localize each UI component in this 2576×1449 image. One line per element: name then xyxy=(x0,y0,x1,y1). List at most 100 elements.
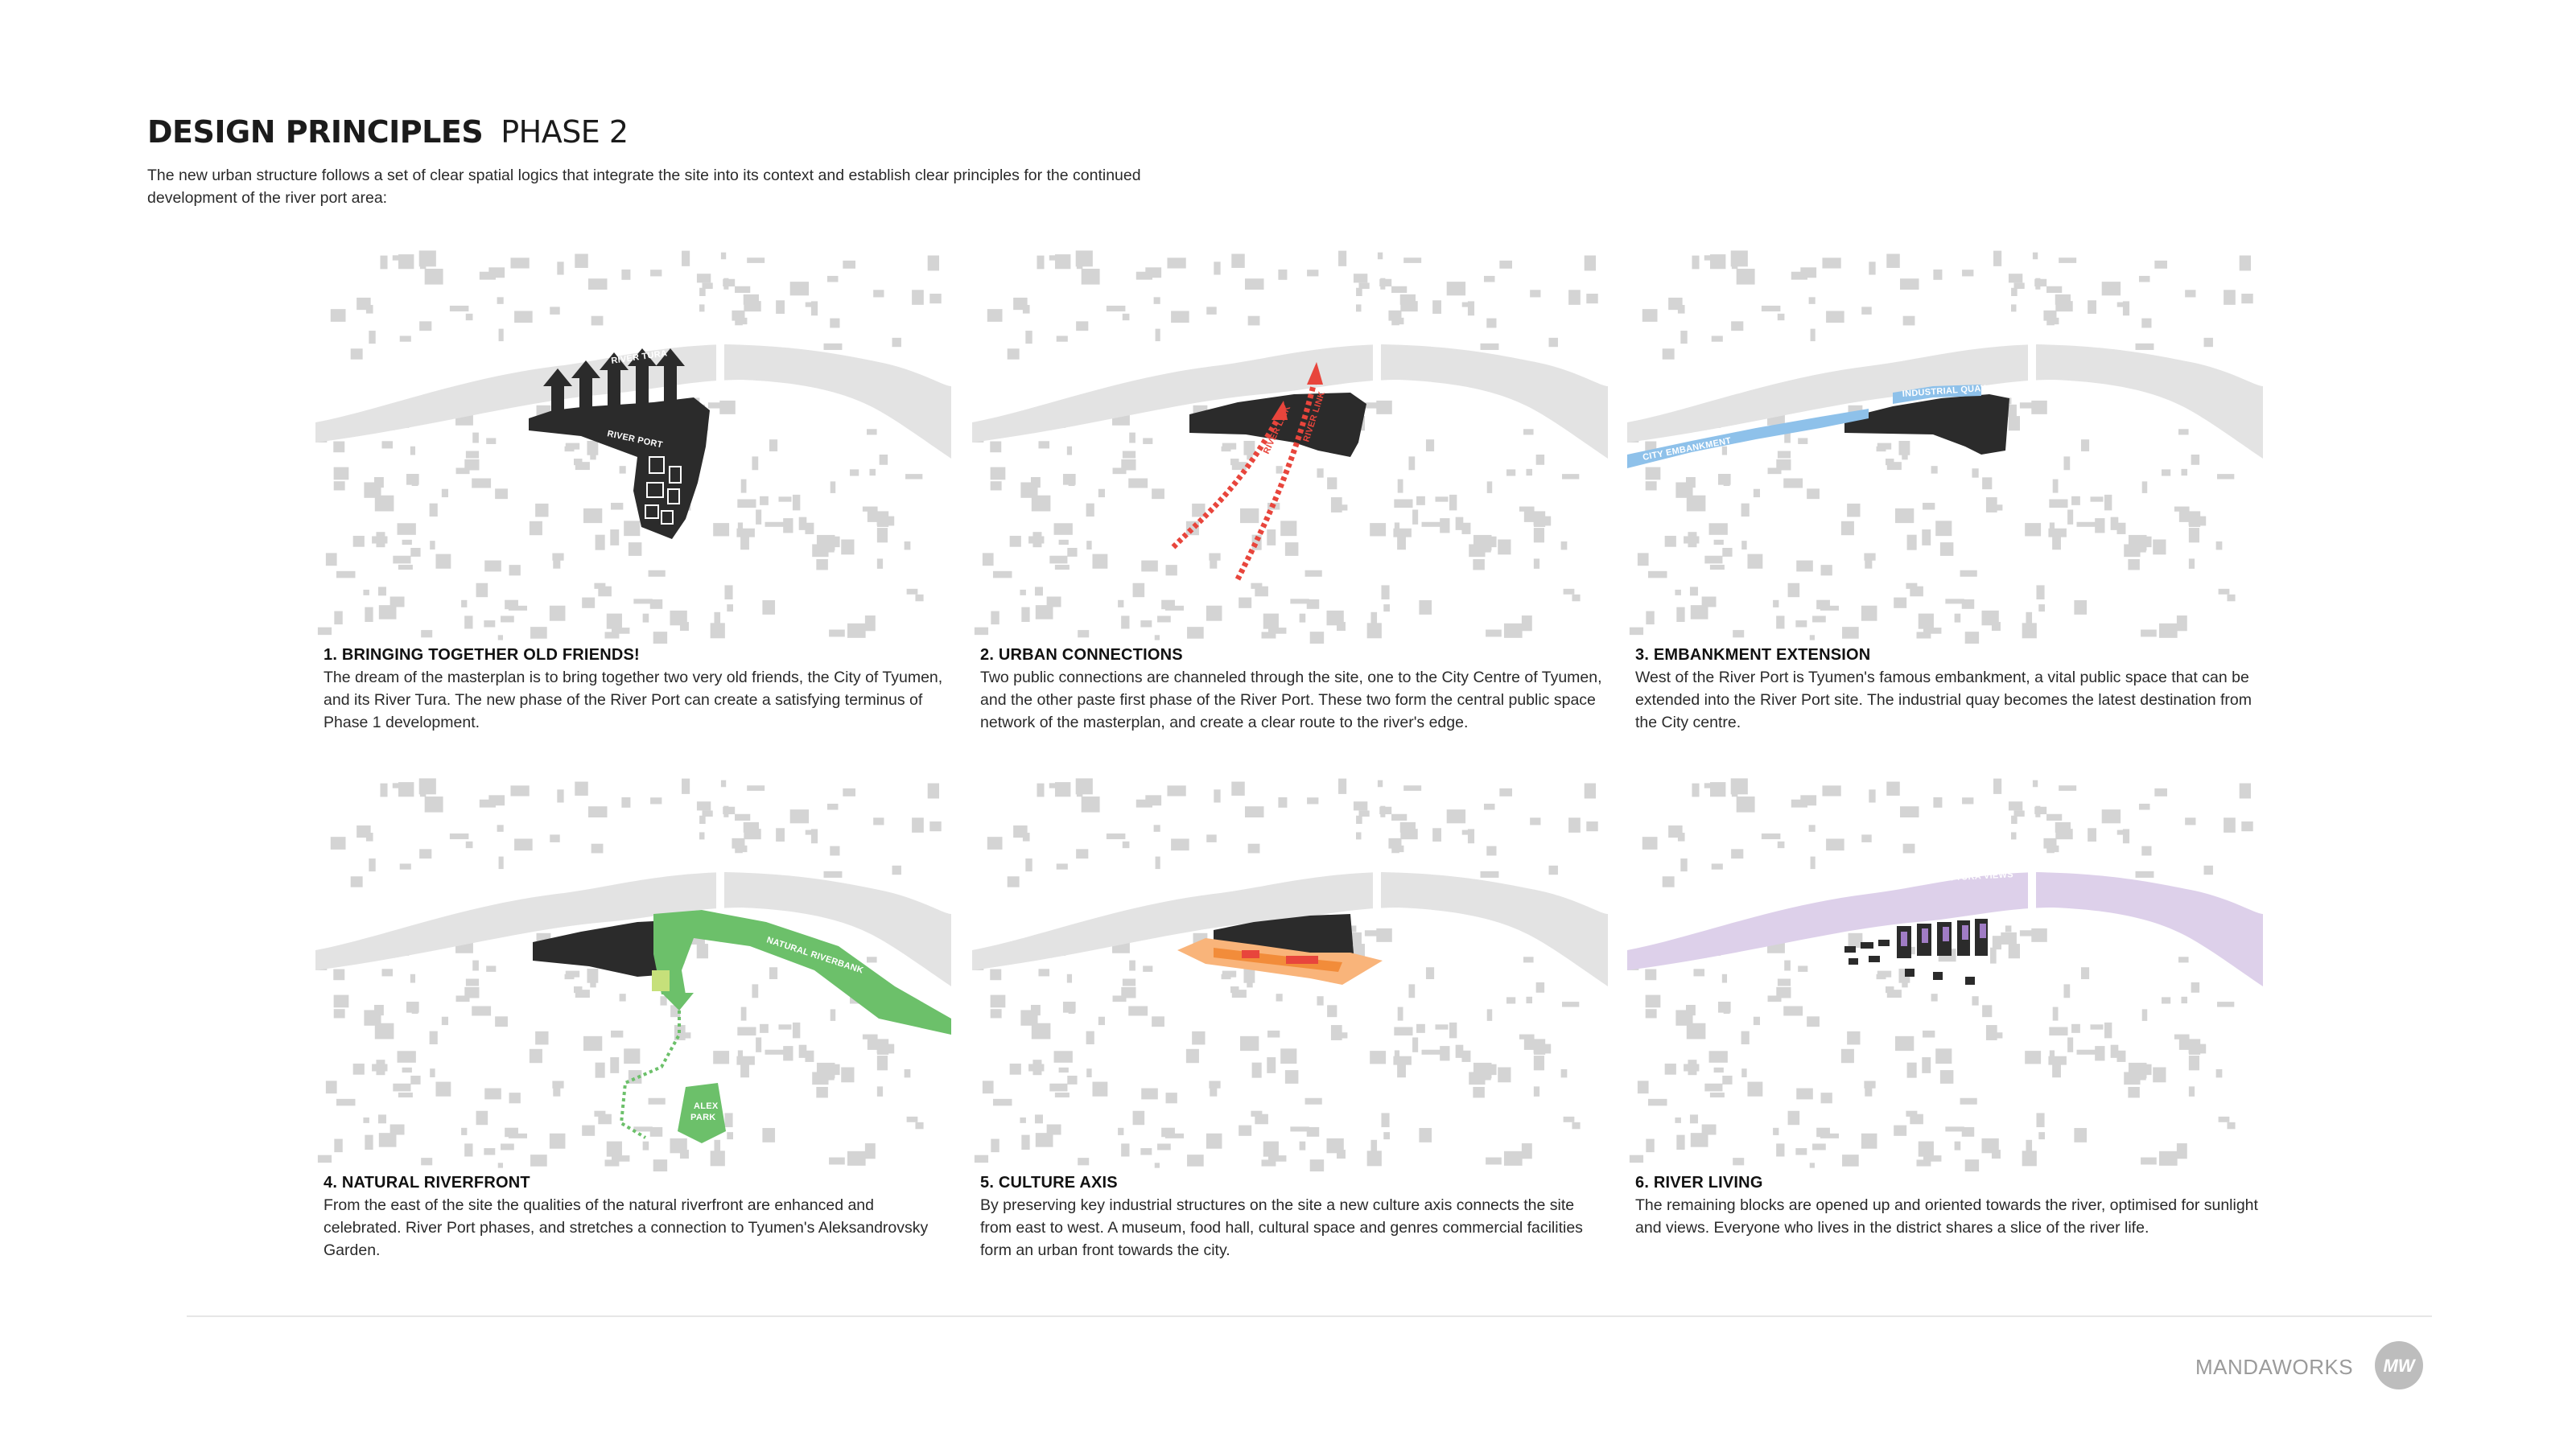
context-building xyxy=(1629,627,1644,636)
context-building xyxy=(1031,1023,1051,1039)
context-building xyxy=(505,1127,518,1138)
context-building xyxy=(484,1088,501,1100)
context-building xyxy=(2176,1143,2187,1159)
context-building xyxy=(1675,1117,1681,1123)
context-building xyxy=(1025,331,1032,344)
context-building xyxy=(1280,521,1297,537)
context-building xyxy=(464,1143,473,1157)
panel-description: Two public connections are channeled thr… xyxy=(980,669,1602,731)
context-building xyxy=(927,783,939,799)
context-building xyxy=(529,1048,542,1064)
context-building xyxy=(906,588,918,595)
context-building xyxy=(642,613,649,623)
context-building xyxy=(1306,599,1320,609)
context-building xyxy=(1398,317,1404,325)
context-building xyxy=(1842,627,1859,639)
context-building xyxy=(1353,801,1368,811)
context-building xyxy=(1922,529,1931,545)
context-building xyxy=(2227,594,2236,602)
context-building xyxy=(1412,509,1419,525)
context-building xyxy=(1185,521,1199,536)
context-building xyxy=(2191,454,2200,465)
context-building xyxy=(1900,278,1919,290)
context-building xyxy=(1078,630,1090,638)
context-building xyxy=(455,467,470,475)
context-building xyxy=(1364,402,1383,409)
context-building xyxy=(2122,829,2130,844)
context-building xyxy=(1399,294,1416,305)
logo-text: MW xyxy=(2383,1356,2416,1376)
context-building xyxy=(1847,503,1861,517)
context-building xyxy=(2127,1073,2136,1085)
context-building xyxy=(805,302,813,307)
context-building xyxy=(905,474,923,480)
river-port-site xyxy=(533,920,670,977)
context-building xyxy=(2036,1113,2045,1128)
context-building xyxy=(1869,789,1876,803)
context-building xyxy=(1377,780,1383,788)
context-building xyxy=(1129,960,1136,971)
context-building xyxy=(1730,778,1748,795)
context-building xyxy=(843,788,855,797)
context-building xyxy=(892,865,901,875)
context-building xyxy=(2095,1046,2105,1061)
context-building xyxy=(2076,1049,2096,1055)
panel-description: The dream of the masterplan is to bring … xyxy=(324,669,943,731)
context-building xyxy=(653,1159,668,1171)
context-building xyxy=(1777,313,1785,321)
context-building xyxy=(642,1141,649,1151)
context-building xyxy=(1668,297,1683,311)
context-building xyxy=(1865,1082,1873,1097)
context-building xyxy=(1982,1005,1993,1018)
context-building xyxy=(1931,466,1938,474)
context-building xyxy=(1692,255,1700,270)
context-building xyxy=(830,1009,836,1021)
context-building xyxy=(378,605,397,620)
context-building xyxy=(1007,876,1020,887)
context-building xyxy=(740,533,749,550)
context-building xyxy=(1562,1002,1580,1007)
context-building xyxy=(660,996,667,1006)
context-building xyxy=(2153,1067,2166,1083)
context-building xyxy=(1267,1030,1280,1038)
context-building xyxy=(2025,1051,2042,1064)
brand-name: MANDAWORKS xyxy=(2195,1355,2354,1379)
context-building xyxy=(1809,1163,1815,1168)
context-building xyxy=(1243,968,1255,983)
context-building xyxy=(743,821,759,833)
context-building xyxy=(1222,970,1237,978)
context-building xyxy=(1383,604,1391,612)
context-building xyxy=(1486,318,1497,328)
context-building xyxy=(974,1155,989,1163)
context-building xyxy=(550,307,560,315)
context-building xyxy=(1280,1048,1297,1064)
context-building xyxy=(1214,261,1221,275)
context-building xyxy=(1143,438,1153,444)
context-building xyxy=(649,599,663,609)
context-building xyxy=(1306,1126,1320,1137)
context-building xyxy=(372,1064,388,1072)
context-building xyxy=(929,821,942,832)
context-building xyxy=(1473,1086,1485,1098)
context-building xyxy=(1895,1035,1914,1052)
context-building xyxy=(1049,1083,1068,1092)
context-building xyxy=(1240,1035,1259,1052)
context-building xyxy=(1153,825,1160,832)
context-building xyxy=(867,1036,878,1050)
context-building xyxy=(1021,1134,1030,1150)
context-building xyxy=(2048,528,2067,537)
context-building xyxy=(514,311,533,323)
river-tura xyxy=(1627,344,2263,459)
context-building xyxy=(2026,1139,2033,1152)
context-building xyxy=(2071,1023,2080,1033)
context-building xyxy=(1278,797,1288,808)
context-building xyxy=(1185,1048,1199,1064)
context-building xyxy=(1993,778,2002,794)
context-building xyxy=(740,1061,749,1078)
context-building xyxy=(2074,1128,2088,1142)
context-building xyxy=(484,1148,496,1155)
context-building xyxy=(1962,270,1974,277)
context-building xyxy=(333,467,349,480)
context-building xyxy=(1664,1063,1676,1075)
context-building xyxy=(2071,496,2080,505)
